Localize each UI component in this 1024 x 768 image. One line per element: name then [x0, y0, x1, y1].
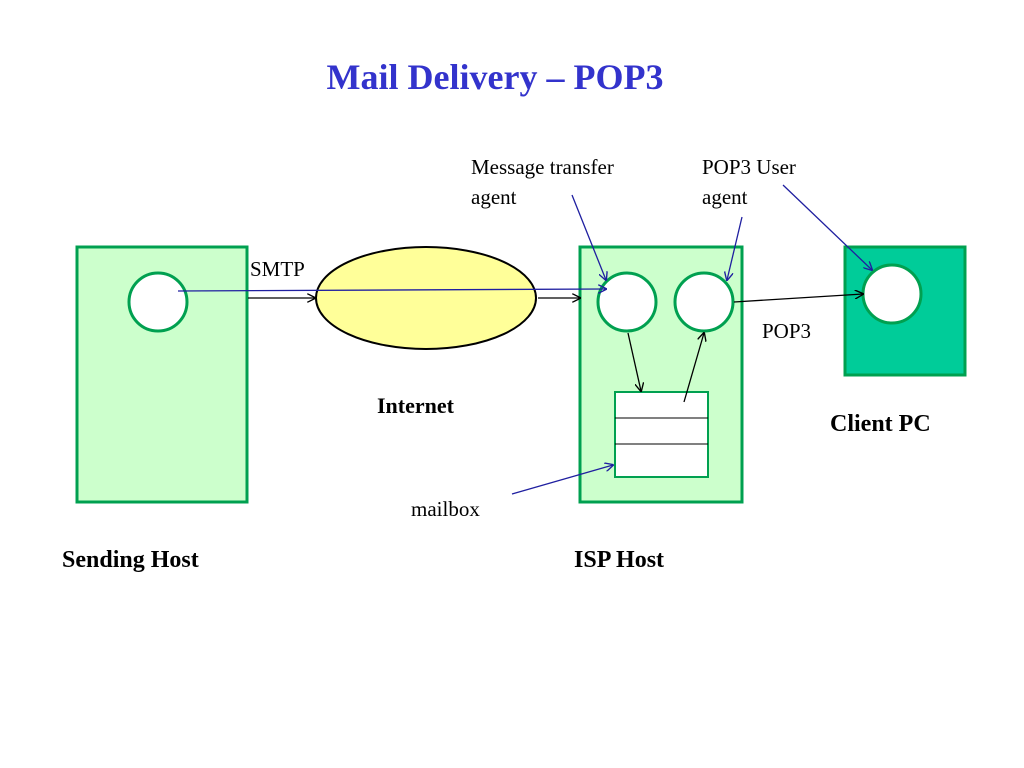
page-title: Mail Delivery – POP3: [326, 57, 664, 97]
client-pc-process: [861, 263, 923, 325]
message-transfer-agent-circle: [596, 271, 658, 333]
mailbox-label-pointer: [511, 465, 613, 495]
sending-host-label: Sending Host: [62, 547, 199, 573]
pop3-label: POP3: [762, 319, 812, 343]
mail-path-arrow: [177, 289, 606, 291]
smtp-label: SMTP: [250, 257, 305, 281]
mailbox-store: [614, 391, 709, 478]
mailbox-label: mailbox: [411, 497, 480, 521]
mta-label-pointer: [571, 194, 606, 280]
mta-label-line1: Message transfer: [471, 155, 614, 179]
client-pc-label: Client PC: [830, 411, 931, 437]
mailbox-to-ua-arrow: [683, 333, 704, 403]
ua-label-line1: POP3 User: [702, 155, 796, 179]
internet-ellipse: [315, 246, 537, 350]
pop3-user-agent-circle: [673, 271, 735, 333]
mta-label-line2: agent: [471, 185, 517, 209]
pop3-arrow-to-client: [733, 294, 863, 303]
client-label-pointer: [782, 184, 872, 270]
internet-label: Internet: [377, 393, 454, 418]
ua-label-pointer: [727, 216, 743, 280]
isp-host-label: ISP Host: [574, 547, 665, 573]
mta-to-mailbox-arrow: [627, 332, 641, 391]
sending-host-process: [127, 271, 189, 333]
ua-label-line2: agent: [702, 185, 748, 209]
